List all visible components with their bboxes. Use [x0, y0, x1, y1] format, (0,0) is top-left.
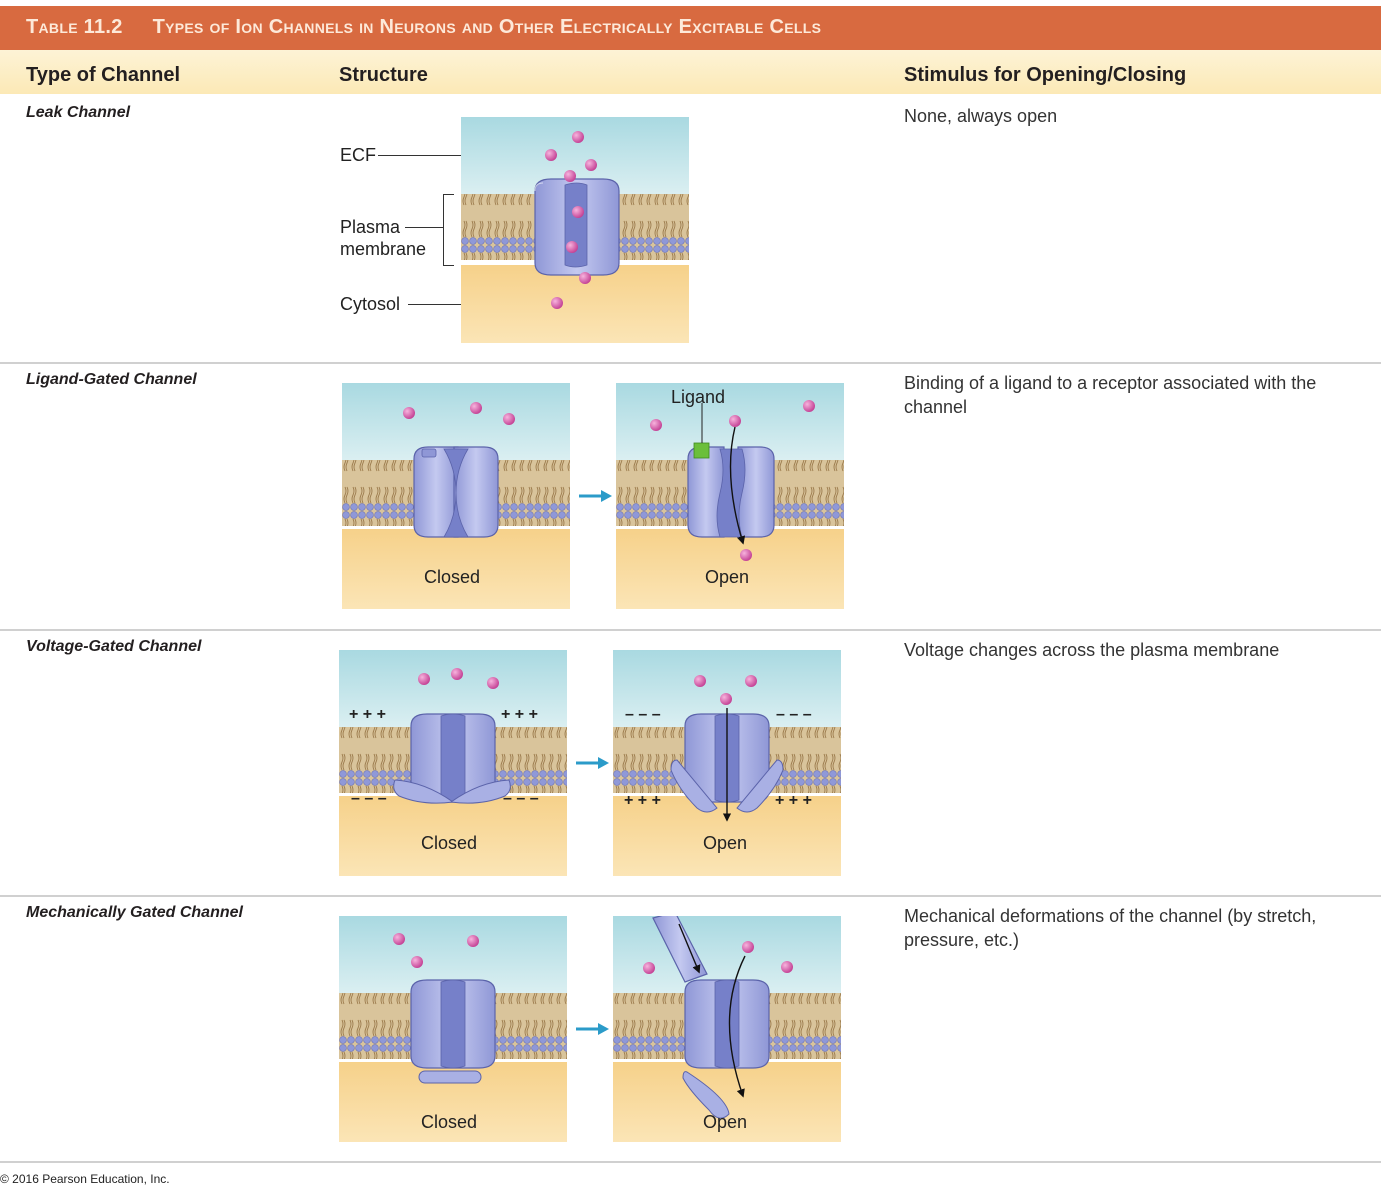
voltage-closed-label: Closed — [421, 833, 478, 853]
row-mechanical-name: Mechanically Gated Channel — [26, 904, 243, 921]
header-stimulus: Stimulus for Opening/Closing — [904, 64, 1187, 86]
header-structure: Structure — [339, 64, 428, 86]
voltage-open-panel — [613, 650, 841, 876]
ion-dot-icon — [564, 170, 576, 182]
table-title-bar: Table 11.2 Types of Ion Channels in Neur… — [0, 6, 1381, 50]
ion-dot-icon — [503, 413, 515, 425]
ion-dot-icon — [551, 297, 563, 309]
mechanical-open-ions — [643, 941, 793, 974]
mechanical-open-panel — [613, 916, 841, 1142]
mechanical-closed-ions — [393, 933, 479, 968]
ion-dot-icon — [393, 933, 405, 945]
row-ligand-name: Ligand-Gated Channel — [26, 371, 197, 388]
charge-plus-left: + + + — [624, 792, 661, 809]
mechanical-closed-panel — [339, 916, 567, 1142]
arrow-right-icon — [579, 490, 612, 502]
row-divider — [0, 1161, 1381, 1163]
ion-dot-icon — [411, 956, 423, 968]
voltage-open-ions — [694, 675, 757, 705]
ligand-closed-panel — [342, 383, 570, 609]
ion-dot-icon — [740, 549, 752, 561]
row-mechanical-stimulus: Mechanical deformations of the channel (… — [904, 906, 1317, 950]
arrow-right-icon — [576, 1023, 609, 1035]
ion-dot-icon — [643, 962, 655, 974]
ion-dot-icon — [729, 415, 741, 427]
ion-dot-icon — [745, 675, 757, 687]
leak-ions — [545, 131, 597, 309]
ion-dot-icon — [467, 935, 479, 947]
row-voltage-stimulus: Voltage changes across the plasma membra… — [904, 640, 1280, 660]
voltage-closed-ions — [418, 668, 499, 689]
ligand-label: Ligand — [671, 387, 726, 407]
leader-cytosol — [408, 304, 482, 305]
ion-dot-icon — [451, 668, 463, 680]
ion-dot-icon — [803, 400, 815, 412]
ion-dot-icon — [470, 402, 482, 414]
ion-dot-icon — [694, 675, 706, 687]
leak-channel-panel — [461, 117, 689, 343]
ion-dot-icon — [403, 407, 415, 419]
row-divider — [0, 895, 1381, 897]
table-header-row — [0, 50, 1381, 94]
charge-plus-right: + + + — [501, 706, 538, 723]
table-number: Table 11.2 — [26, 16, 123, 38]
ion-dot-icon — [720, 693, 732, 705]
charge-plus-left: + + + — [349, 706, 386, 723]
ion-dot-icon — [487, 677, 499, 689]
voltage-open-label: Open — [703, 833, 748, 853]
charge-plus-right: + + + — [775, 792, 812, 809]
label-cytosol: Cytosol — [340, 294, 401, 314]
row-divider — [0, 362, 1381, 364]
leader-ecf — [378, 155, 482, 156]
ion-dot-icon — [418, 673, 430, 685]
row-leak-name: Leak Channel — [26, 104, 131, 121]
ligand-closed-ions — [403, 402, 515, 425]
copyright: © 2016 Pearson Education, Inc. — [0, 1172, 170, 1186]
charge-minus-right: – – – — [503, 790, 539, 807]
header-type: Type of Channel — [26, 64, 181, 86]
voltage-closed-panel — [339, 650, 567, 876]
ion-dot-icon — [566, 241, 578, 253]
ion-dot-icon — [572, 131, 584, 143]
label-plasma-membrane: Plasma membrane — [340, 217, 427, 259]
row-voltage-name: Voltage-Gated Channel — [26, 638, 202, 655]
charge-minus-left: – – – — [351, 790, 387, 807]
charge-minus-right: – – – — [776, 706, 812, 723]
ligand-closed-label: Closed — [424, 567, 481, 587]
ion-dot-icon — [545, 149, 557, 161]
row-divider — [0, 629, 1381, 631]
ion-dot-icon — [742, 941, 754, 953]
membrane-bracket — [443, 194, 454, 266]
mechanical-open-label: Open — [703, 1112, 748, 1132]
charge-minus-left: – – – — [625, 706, 661, 723]
table-title-text: Types of Ion Channels in Neurons and Oth… — [152, 16, 822, 38]
row-ligand-stimulus: Binding of a ligand to a receptor associ… — [904, 373, 1317, 417]
ion-dot-icon — [572, 206, 584, 218]
arrow-right-icon — [576, 757, 609, 769]
label-ecf: ECF — [340, 145, 376, 165]
leader-membrane — [405, 227, 443, 228]
ligand-open-ions — [650, 400, 815, 561]
ion-dot-icon — [585, 159, 597, 171]
table-title: Table 11.2 Types of Ion Channels in Neur… — [26, 16, 821, 39]
row-leak-stimulus: None, always open — [904, 106, 1058, 126]
ligand-open-label: Open — [705, 567, 750, 587]
mechanical-closed-label: Closed — [421, 1112, 478, 1132]
ion-dot-icon — [579, 272, 591, 284]
ion-dot-icon — [781, 961, 793, 973]
ion-dot-icon — [650, 419, 662, 431]
